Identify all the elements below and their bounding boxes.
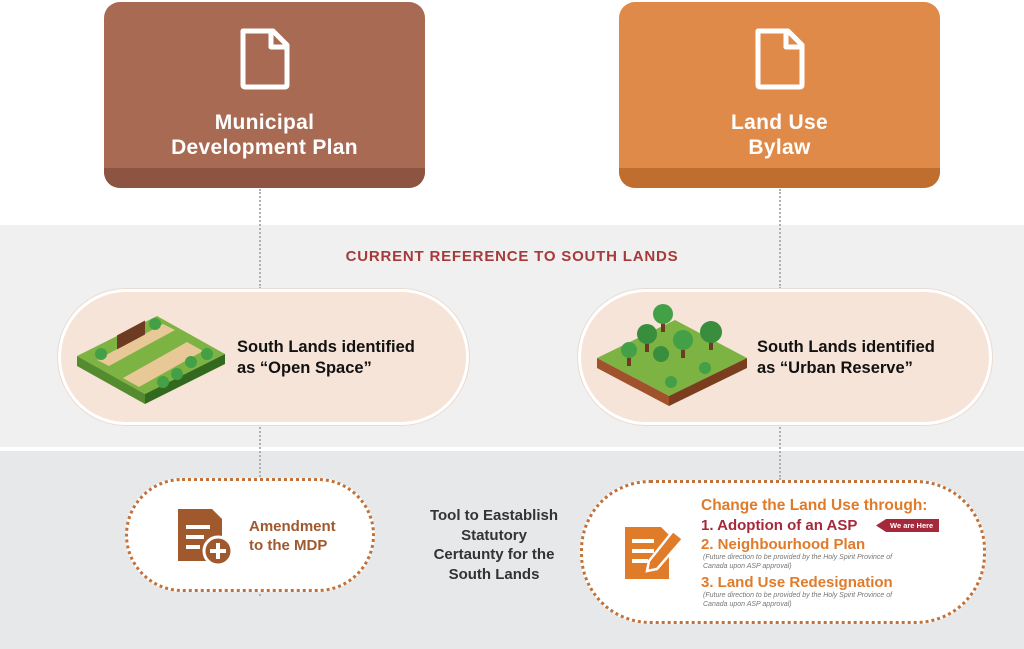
urban-reserve-pill: South Lands identified as “Urban Reserve… (578, 289, 992, 425)
tool-text: Tool to Eastablish Statutory Certaunty f… (405, 506, 583, 584)
change-item-2-note-line1: (Future direction to be provided by the … (703, 554, 893, 561)
open-space-line2: as “Open Space” (237, 359, 372, 377)
lub-title: Land Use Bylaw (619, 110, 940, 160)
lub-box: Land Use Bylaw (619, 2, 940, 188)
amendment-line2: to the MDP (249, 537, 328, 554)
connector-line-left-top (259, 189, 261, 289)
change-land-use-pill: Change the Land Use through: 1. Adoption… (580, 480, 986, 624)
park-illustration-icon (77, 316, 225, 404)
lub-title-line2: Bylaw (748, 136, 811, 159)
document-icon (240, 28, 289, 90)
tool-line1: Tool to Eastablish (429, 507, 559, 524)
mdp-box: Municipal Development Plan (104, 2, 425, 188)
tool-line4: South Lands (448, 565, 540, 583)
change-item-3-note-line2: Canada upon ASP approval) (703, 600, 792, 608)
document-icon (755, 28, 804, 90)
urban-reserve-line1: South Lands identified (757, 338, 935, 356)
forest-illustration-icon (597, 304, 747, 406)
change-item-2: 2. Neighbourhood Plan (701, 536, 866, 553)
connector-line-left-bottom (259, 420, 261, 480)
lub-title-line1: Land Use (731, 111, 828, 134)
change-item-3-note-line1: (Future direction to be provided by the … (703, 592, 893, 599)
change-item-2-note: (Future direction to be provided by the … (703, 554, 963, 571)
open-space-line1: South Lands identified (237, 338, 415, 356)
urban-reserve-text: South Lands identified as “Urban Reserve… (757, 337, 935, 379)
edit-document-icon (625, 527, 685, 579)
urban-reserve-line2: as “Urban Reserve” (757, 359, 913, 377)
lub-box-shadow (619, 168, 940, 188)
mdp-title-line2: Development Plan (171, 136, 358, 159)
change-item-3-note: (Future direction to be provided by the … (703, 592, 963, 609)
document-add-icon (178, 509, 234, 567)
tool-line2: Statutory (461, 526, 527, 544)
change-heading: Change the Land Use through: (701, 497, 928, 514)
tool-line3: Certaunty for the (433, 546, 555, 563)
amendment-pill: Amendment to the MDP (125, 478, 375, 592)
open-space-pill: South Lands identified as “Open Space” (58, 289, 469, 425)
change-item-2-note-line2: Canada upon ASP approval) (703, 562, 792, 570)
connector-line-right-bottom (779, 420, 781, 480)
amendment-text: Amendment to the MDP (249, 517, 336, 555)
change-item-1: 1. Adoption of an ASP (701, 517, 858, 534)
we-are-here-badge: We are Here (876, 519, 940, 532)
open-space-text: South Lands identified as “Open Space” (237, 337, 415, 379)
change-item-3: 3. Land Use Redesignation (701, 574, 893, 591)
connector-line-right-top (779, 189, 781, 289)
section-label: CURRENT REFERENCE TO SOUTH LANDS (345, 248, 679, 265)
mdp-box-shadow (104, 168, 425, 188)
mdp-title-line1: Municipal (214, 111, 315, 134)
amendment-line1: Amendment (249, 518, 336, 535)
mdp-title: Municipal Development Plan (104, 110, 425, 160)
